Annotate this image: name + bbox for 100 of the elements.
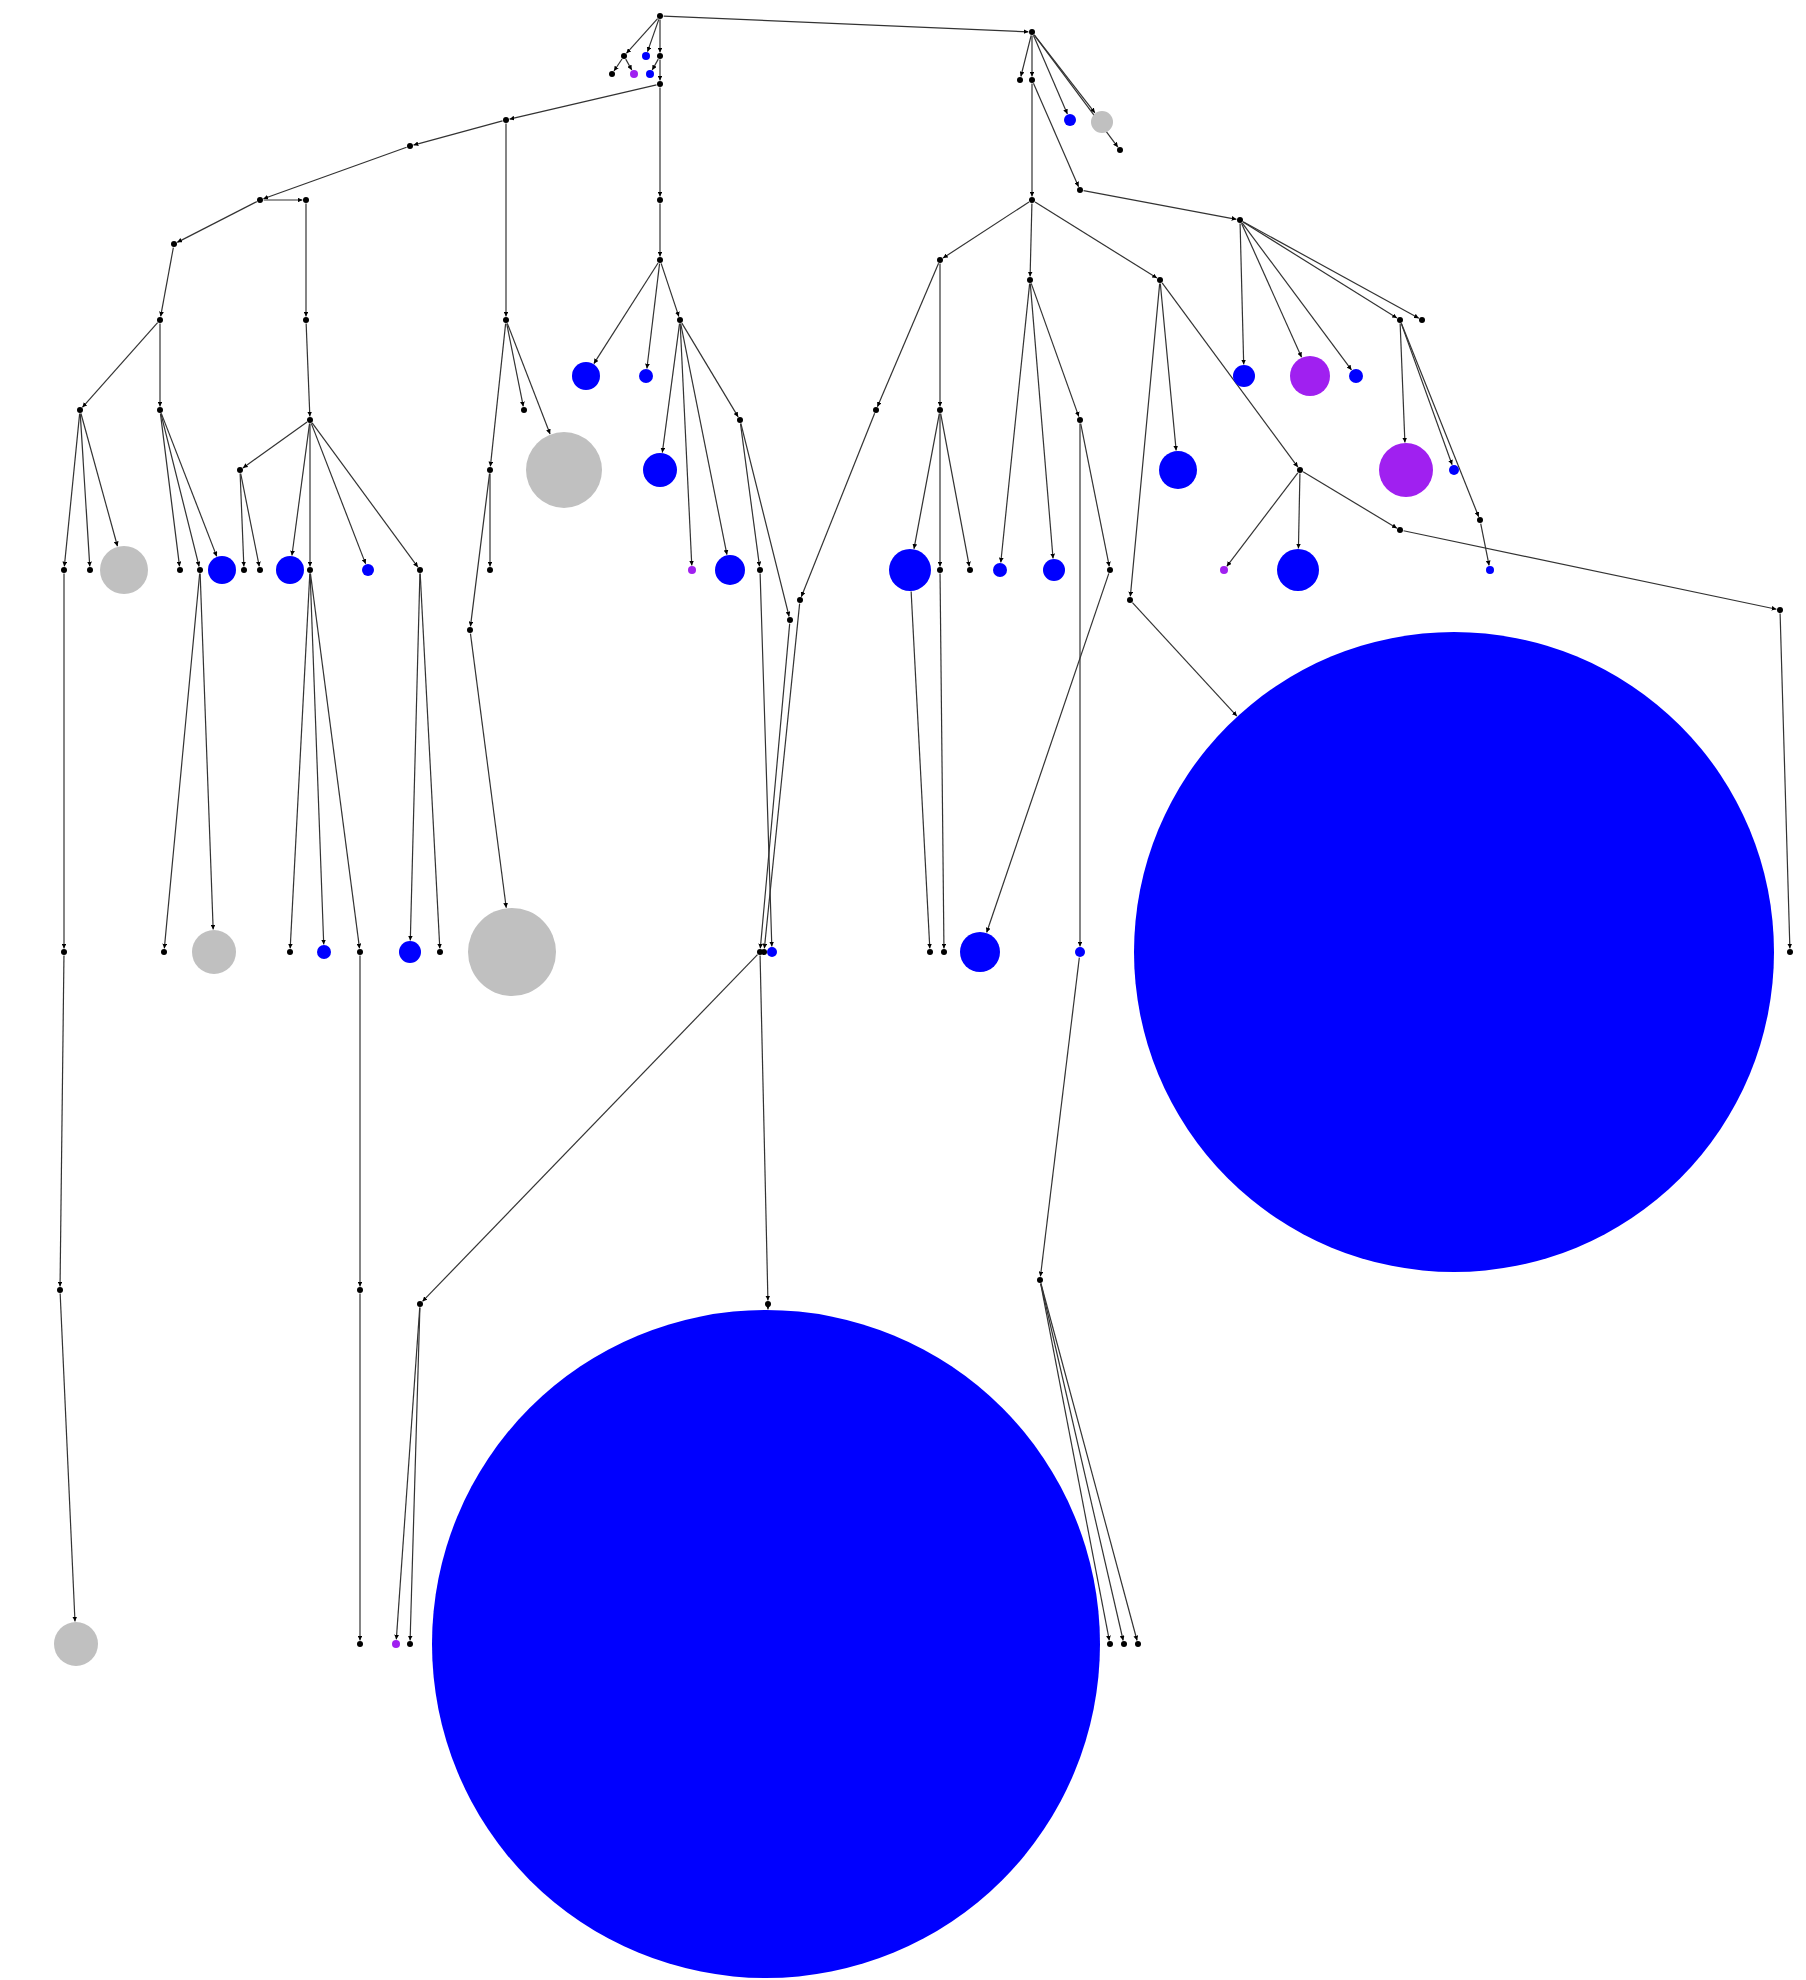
arrow (1029, 83, 1035, 197)
tree-node-dot (761, 949, 767, 955)
tree-node-disc (1233, 365, 1255, 387)
tree-node-dot (303, 197, 309, 203)
tree-node-disc (643, 453, 677, 487)
arrow (1161, 282, 1299, 468)
tree-node-disc (1075, 947, 1085, 957)
tree-node-dot (503, 117, 509, 123)
tree-node-dot (357, 1287, 363, 1293)
arrow (468, 472, 491, 628)
tree-node-disc (192, 930, 236, 974)
tree-node-dot (642, 52, 650, 60)
arrow (303, 203, 309, 317)
tree-node-dot (1220, 566, 1228, 574)
tree-node-dot (657, 13, 663, 19)
tree-node-dot (61, 949, 67, 955)
arrow (290, 422, 311, 557)
tree-node-dot (417, 567, 423, 573)
tree-node-dot (621, 53, 627, 59)
arrow (419, 573, 442, 949)
arrow (1032, 34, 1068, 115)
tree-node-disc (639, 369, 653, 383)
tree-node-dot (503, 317, 509, 323)
tree-node-disc (54, 1622, 98, 1666)
arrow (176, 201, 258, 243)
arrow (765, 1304, 771, 1310)
arrow (310, 422, 367, 565)
arrow (1400, 322, 1480, 518)
arrow (679, 323, 694, 566)
arrow (408, 573, 421, 941)
arrow (239, 473, 247, 567)
tree-node-dot (1157, 277, 1163, 283)
tree-node-dot (757, 567, 763, 573)
tree-node-dot (407, 143, 413, 149)
arrow (613, 58, 623, 72)
tree-node-disc (1277, 549, 1319, 591)
tree-node-dot (1029, 29, 1035, 35)
arrow (309, 572, 362, 950)
arrow (62, 412, 81, 567)
arrow (412, 120, 504, 147)
arrow (645, 262, 661, 370)
arrow (503, 123, 509, 317)
tree-node-dot (1297, 467, 1303, 473)
tree-node-disc (993, 563, 1007, 577)
arrow (488, 322, 507, 468)
tree-node-disc (572, 362, 600, 390)
tree-node-dot (357, 1641, 363, 1647)
tree-node-dot (937, 257, 943, 263)
arrow (625, 58, 633, 71)
arrow (394, 1307, 421, 1640)
arrow (508, 84, 658, 121)
arrow (1033, 34, 1096, 114)
arrow (1032, 82, 1080, 188)
tree-node-disc (362, 564, 374, 576)
tree-node-dot (61, 567, 67, 573)
arrow (910, 590, 932, 949)
arrow (506, 322, 551, 435)
arrow (162, 573, 201, 949)
arrow (1040, 1282, 1111, 1642)
arrow (646, 18, 660, 53)
tree-node-dot (303, 317, 309, 323)
arrow (1029, 283, 1056, 560)
arrow (61, 573, 67, 949)
tree-node-disc (715, 555, 745, 585)
arrow (1128, 282, 1161, 597)
arrow (759, 955, 771, 1301)
arrow (657, 87, 663, 197)
arrow (305, 323, 313, 417)
tree-node-dot (197, 567, 203, 573)
arrow (1779, 613, 1793, 949)
arrow (1400, 322, 1453, 466)
tree-node-disc (767, 947, 777, 957)
tree-node-dot (241, 567, 247, 573)
arrow (1159, 282, 1179, 452)
arrow (998, 282, 1031, 564)
arrow (800, 412, 876, 598)
tree-node-dot (787, 617, 793, 623)
tree-node-dot (688, 566, 696, 574)
tree-node-disc (1449, 465, 1459, 475)
tree-node-dot (1237, 217, 1243, 223)
arrow (240, 472, 261, 568)
arrow (1131, 602, 1238, 717)
arrow (939, 573, 947, 949)
arrow (1239, 223, 1246, 365)
arrow (625, 18, 659, 54)
tree-node-dot (1121, 1641, 1127, 1647)
arrow (79, 413, 92, 567)
tree-node-dot (161, 949, 167, 955)
arrow (80, 412, 119, 547)
tree-node-dot (177, 567, 183, 573)
tree-node-disc (889, 549, 931, 591)
arrow (262, 146, 408, 200)
arrow (487, 473, 493, 567)
tree-node-dot (1787, 949, 1793, 955)
arrow (1296, 473, 1301, 549)
arrow (651, 58, 659, 71)
arrow (876, 262, 940, 408)
tree-node-dot (657, 53, 663, 59)
tree-node-dot (437, 949, 443, 955)
arrow (937, 413, 943, 567)
